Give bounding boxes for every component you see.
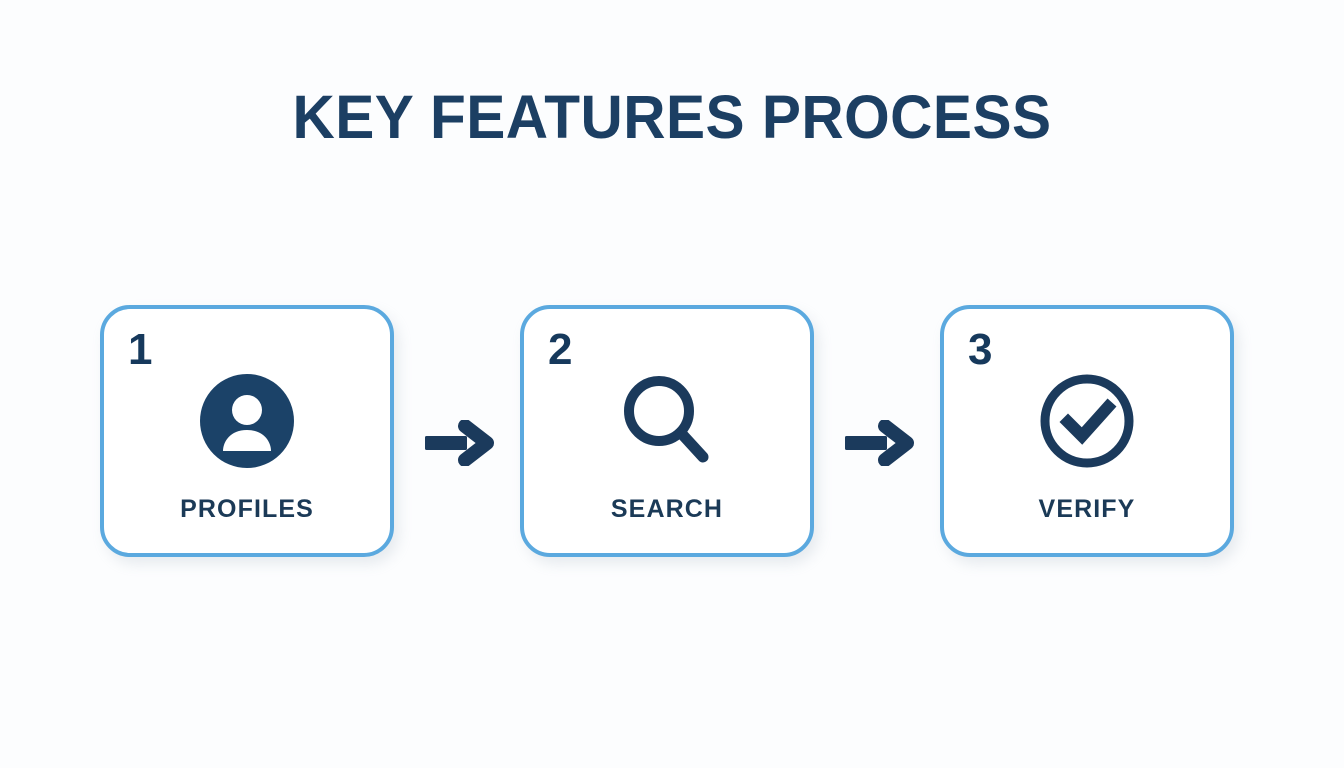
page-title: KEY FEATURES PROCESS	[292, 83, 1052, 151]
step-card-profiles[interactable]: 1 PROFILES	[100, 305, 394, 557]
magnifying-glass-icon	[524, 371, 810, 471]
arrow-right-icon	[845, 420, 915, 466]
process-steps-row: 1 PROFILES 2	[100, 305, 1240, 565]
step-label: VERIFY	[1038, 495, 1136, 523]
step-label: SEARCH	[610, 495, 724, 523]
step-card-verify[interactable]: 3 VERIFY	[940, 305, 1234, 557]
step-number: 1	[128, 325, 153, 374]
check-circle-icon	[944, 371, 1230, 471]
step-label: PROFILES	[180, 495, 314, 523]
arrow-right-icon	[425, 420, 495, 466]
step-card-search[interactable]: 2 SEARCH	[520, 305, 814, 557]
person-filled-circle-icon	[104, 371, 390, 471]
step-number: 2	[548, 325, 573, 374]
step-number: 3	[968, 325, 993, 374]
